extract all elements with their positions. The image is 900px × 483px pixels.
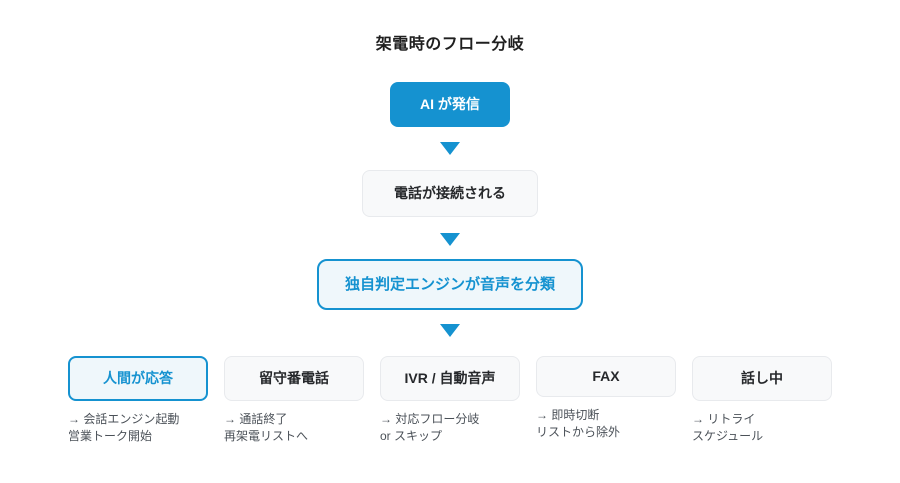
flow-node-ai-dials: AI が発信 [390, 82, 510, 127]
branch-column-voicemail: 留守番電話 → 通話終了 再架電リストへ [224, 356, 364, 445]
branch-note: → 通話終了 再架電リストへ [224, 411, 364, 445]
branch-note-line: → 会話エンジン起動 [68, 412, 180, 426]
flow-stack: 架電時のフロー分岐 AI が発信 電話が接続される 独自判定エンジンが音声を分類… [68, 36, 832, 445]
branch-note: → リトライ スケジュール [692, 411, 832, 445]
branch-note: → 対応フロー分岐 or スキップ [380, 411, 520, 445]
branch-note-line: 営業トーク開始 [68, 429, 153, 443]
branch-box-fax: FAX [536, 356, 676, 397]
branch-box-human-answer: 人間が応答 [68, 356, 208, 401]
flow-node-audio-classify: 独自判定エンジンが音声を分類 [316, 259, 583, 310]
branch-note-line: or スキップ [380, 429, 443, 443]
branch-note: → 会話エンジン起動 営業トーク開始 [68, 411, 208, 445]
branch-note-line: → 通話終了 [224, 412, 288, 426]
branch-note: → 即時切断 リストから除外 [536, 407, 676, 441]
branch-note-line: 再架電リストへ [224, 429, 309, 443]
arrow-down-icon [440, 324, 460, 337]
branch-column-ivr: IVR / 自動音声 → 対応フロー分岐 or スキップ [380, 356, 520, 445]
branch-box-busy: 話し中 [692, 356, 832, 401]
branch-note-line: リストから除外 [536, 425, 621, 439]
branch-note-line: → リトライ [692, 412, 756, 426]
branch-box-ivr: IVR / 自動音声 [380, 356, 520, 401]
page-title: 架電時のフロー分岐 [375, 36, 525, 53]
branch-row: 人間が応答 → 会話エンジン起動 営業トーク開始 留守番電話 → 通話終了 再架… [68, 356, 832, 445]
branch-column-fax: FAX → 即時切断 リストから除外 [536, 356, 676, 441]
arrow-down-icon [440, 142, 460, 155]
flow-node-call-connected: 電話が接続される [362, 170, 538, 217]
branch-note-line: スケジュール [692, 429, 764, 443]
branch-note-line: → 即時切断 [536, 408, 600, 422]
arrow-down-icon [440, 233, 460, 246]
branch-box-voicemail: 留守番電話 [224, 356, 364, 401]
branch-column-human: 人間が応答 → 会話エンジン起動 営業トーク開始 [68, 356, 208, 445]
branch-column-busy: 話し中 → リトライ スケジュール [692, 356, 832, 445]
branch-note-line: → 対応フロー分岐 [380, 412, 480, 426]
